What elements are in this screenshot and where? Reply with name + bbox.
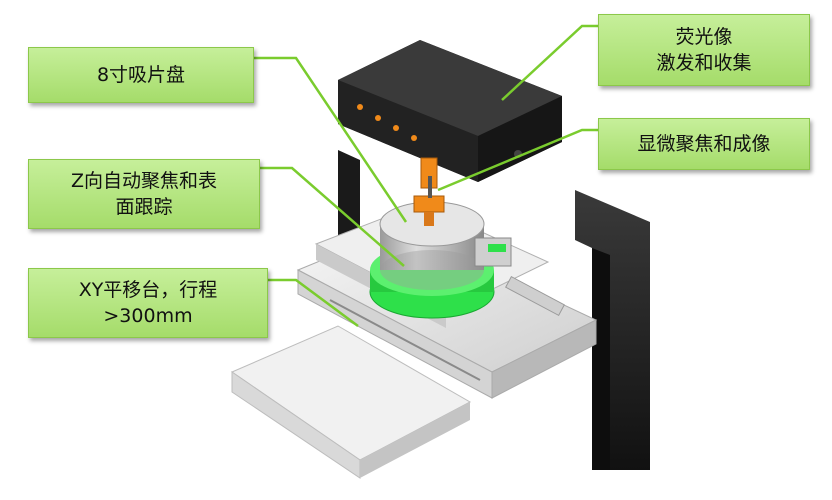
callout-fluorescence: 荧光像 激发和收集 [598, 14, 810, 86]
callout-xy-stage: XY平移台，行程 >300mm [28, 268, 268, 338]
base-drawer [230, 325, 472, 479]
fluorescence-head [338, 40, 562, 182]
leader-lines [254, 24, 598, 328]
callout-wafer-chuck: 8寸吸片盘 [28, 47, 254, 103]
leader-fluor [501, 24, 598, 101]
leader-stage [268, 278, 359, 328]
wafer-chuck [369, 201, 512, 319]
leader-chuck [254, 56, 408, 223]
leader-micro [437, 128, 598, 192]
leader-zfocus [260, 166, 405, 267]
microscope-objective [413, 157, 445, 226]
callout-z-autofocus: Z向自动聚焦和表 面跟踪 [28, 159, 260, 229]
callout-microscope-imaging: 显微聚焦和成像 [598, 118, 810, 170]
